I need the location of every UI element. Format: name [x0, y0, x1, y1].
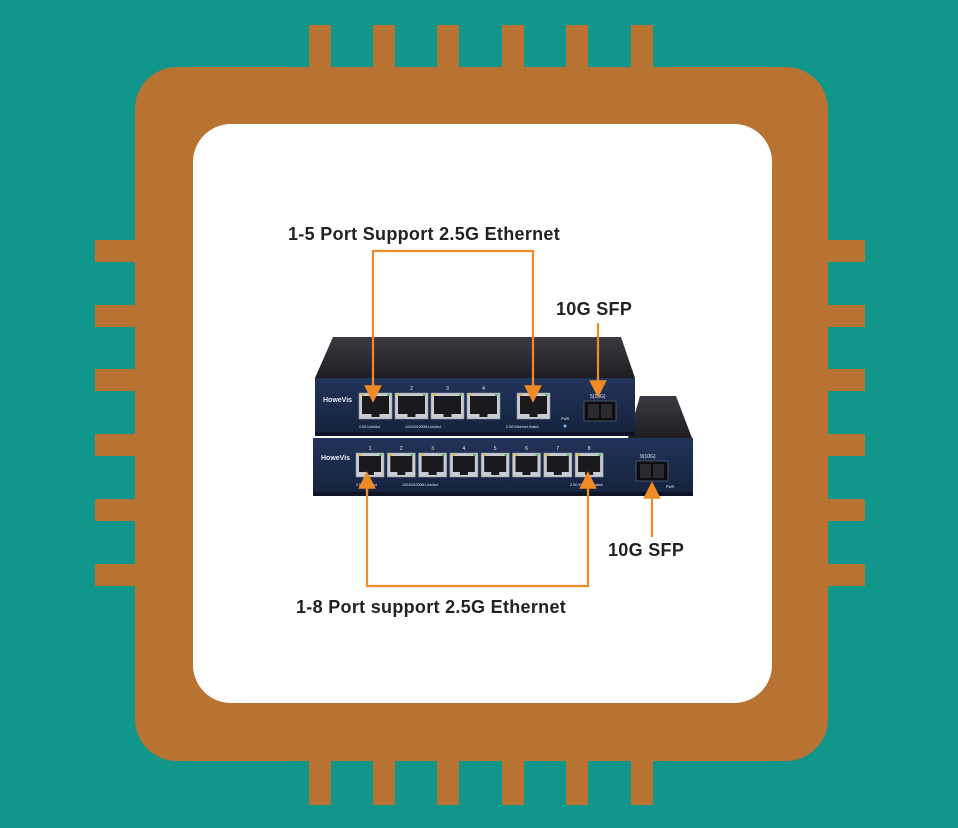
switch-8-port-pwr: PWR [666, 485, 675, 489]
callout-bracket-top-ports [371, 249, 535, 394]
chip-pin [309, 755, 331, 805]
switch-5-port: HoweVis 1 2 3 4 2.5G Link/Act 10/100/1000M … [315, 337, 635, 436]
switch-5-port-legend-1: 2.5G Link/Act [359, 425, 380, 429]
port-number: 2 [400, 446, 403, 452]
port-number: 6 [525, 446, 528, 452]
sfp-slot [588, 404, 599, 418]
chip-pin [566, 755, 588, 805]
chip-pin [373, 25, 395, 75]
chip-pin [631, 755, 653, 805]
switch-5-port-pwr: PWR [561, 417, 570, 421]
callout-bottom-sfp: 10G SFP [608, 540, 685, 560]
chip-pin [631, 25, 653, 75]
switch-8-port-top [628, 396, 692, 438]
switch-5-port-sfp-label: 5(10G) [590, 394, 606, 400]
chip-pin [373, 755, 395, 805]
switch-8-port-sfp-label: 9(10G) [640, 454, 656, 460]
switch-5-port-legend-3: 2.5G Ethernet Switch [506, 425, 539, 429]
switch-5-port-legend-2: 10/100/1000M Link/Act [405, 425, 441, 429]
chip-pin [95, 305, 145, 327]
switch-5-port-brand: HoweVis [323, 397, 352, 404]
chip-pin [309, 25, 331, 75]
port-number: 4 [482, 386, 485, 392]
port-number: 7 [556, 446, 559, 452]
switch-8-port-base [313, 492, 693, 496]
rj45-port: 4 [449, 446, 479, 478]
chip-pin [95, 240, 145, 262]
switch-5-port-top [315, 337, 635, 378]
rj45-port: 4 [466, 386, 501, 420]
port-number: 4 [463, 446, 466, 452]
chip-pin [95, 499, 145, 521]
port-number: 5 [494, 446, 497, 452]
chip-pin [502, 755, 524, 805]
rj45-port: 7 [543, 446, 573, 478]
rj45-port [516, 392, 551, 420]
chip-pin [502, 25, 524, 75]
switch-8-port: HoweVis 1 2 3 4 5 6 7 8 2.5G Link/Act 10/100/10… [313, 396, 693, 496]
callout-bottom-ports: 1-8 Port support 2.5G Ethernet [296, 597, 567, 617]
port-number: 1 [374, 386, 377, 392]
sfp-slot [653, 464, 664, 478]
switch-8-port-legend-3: 2.5G Ethernet Switch [570, 483, 603, 487]
switch-5-port-base [315, 432, 635, 436]
chip-pin [95, 434, 145, 456]
rj45-port: 2 [394, 386, 429, 420]
pwr-led [563, 424, 567, 428]
port-number: 2 [410, 386, 413, 392]
port-number: 3 [431, 446, 434, 452]
chip-pin [566, 25, 588, 75]
port-number: 3 [446, 386, 449, 392]
rj45-port: 3 [418, 446, 447, 478]
chip-pin [95, 369, 145, 391]
rj45-port: 3 [430, 386, 465, 420]
port-number: 8 [588, 446, 591, 452]
callout-top-ports: 1-5 Port Support 2.5G Ethernet [288, 224, 561, 244]
rj45-port: 5 [480, 446, 510, 478]
rj45-port: 6 [512, 446, 541, 478]
rj45-port: 2 [386, 446, 416, 478]
chip-pin [437, 25, 459, 75]
switch-8-port-legend-2: 10/100/1000M Link/Act [402, 483, 438, 487]
chip-pin [437, 755, 459, 805]
switch-8-port-ports: 1 2 3 4 5 6 7 8 [355, 446, 604, 478]
port-number: 1 [369, 446, 372, 452]
chip-pin [95, 564, 145, 586]
switch-8-port-brand: HoweVis [321, 455, 350, 462]
callout-top-sfp: 10G SFP [556, 299, 633, 319]
sfp-slot [601, 404, 612, 418]
pwr-led [649, 485, 653, 489]
callout-lines [358, 249, 661, 588]
callout-bracket-bottom-ports [365, 480, 590, 588]
sfp-slot [640, 464, 651, 478]
